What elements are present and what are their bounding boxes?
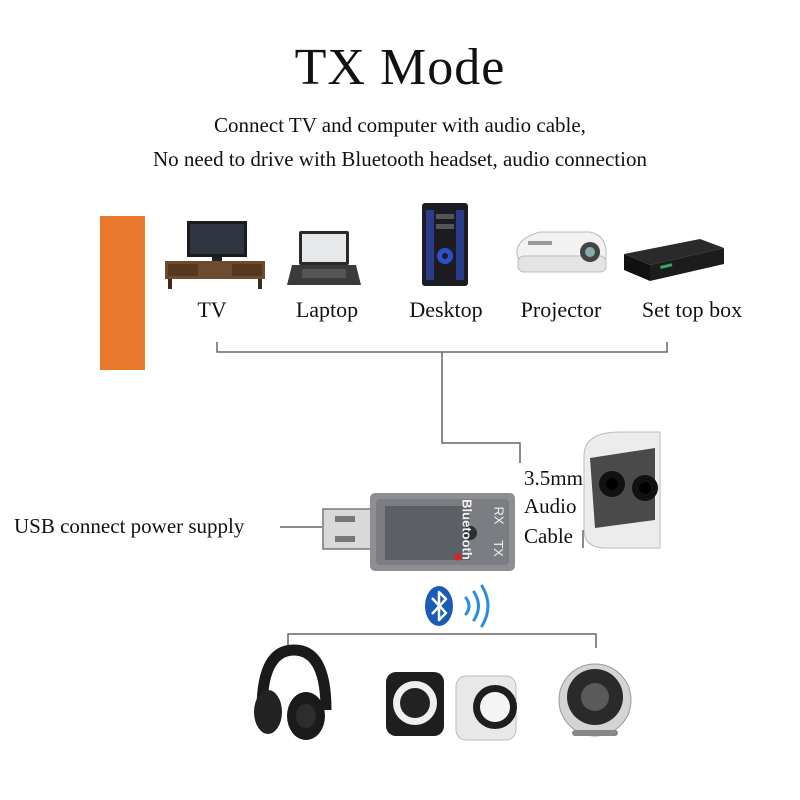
- connector-lines: [216, 342, 668, 648]
- signal-waves-icon: [464, 584, 490, 628]
- cable-label-line-3: Cable: [524, 524, 573, 548]
- adapter-rx-label: RX: [491, 506, 507, 525]
- device-label-tv: TV: [197, 297, 227, 322]
- device-label-projector: Projector: [520, 297, 602, 322]
- device-label-desktop: Desktop: [409, 297, 483, 322]
- device-label-laptop: Laptop: [295, 297, 359, 322]
- cable-label-line-1: 3.5mm: [524, 466, 583, 490]
- page-title: TX Mode: [294, 39, 506, 96]
- cable-label-line-2: Audio: [524, 494, 577, 518]
- speakers-icon: [386, 672, 517, 741]
- bluetooth-icon: [425, 586, 453, 626]
- laptop-icon: [287, 231, 361, 285]
- desktop-tower-icon: [422, 203, 468, 286]
- accent-bar: [100, 216, 145, 370]
- adapter-tx-label: TX: [490, 540, 506, 557]
- usb-power-label: USB connect power supply: [14, 514, 245, 538]
- projector-icon: [516, 231, 607, 273]
- device-label-set-top-box: Set top box: [641, 297, 743, 322]
- audio-jack-closeup-icon: [583, 431, 661, 549]
- set-top-box-icon: [624, 239, 724, 281]
- headphones-icon: [254, 644, 332, 740]
- subtitle-line-1: Connect TV and computer with audio cable…: [214, 113, 586, 137]
- tv-icon: [165, 221, 265, 289]
- usb-adapter-icon: [322, 493, 515, 571]
- adapter-brand-label: Bluetooth: [459, 499, 475, 560]
- sphere-speaker-icon: [558, 663, 632, 737]
- subtitle-line-2: No need to drive with Bluetooth headset,…: [153, 147, 647, 171]
